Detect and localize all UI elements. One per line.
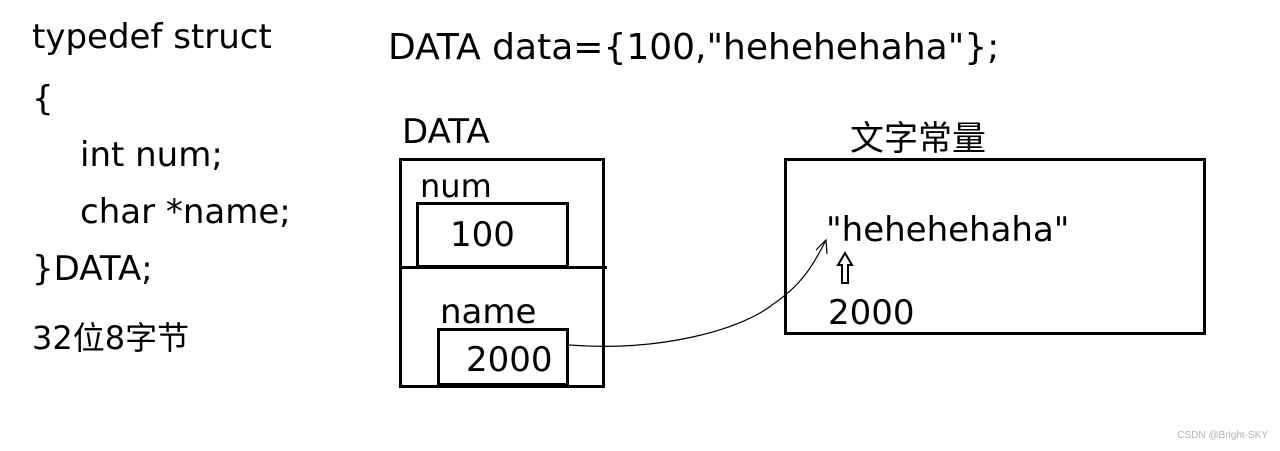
num-value-box — [416, 202, 569, 268]
string-address: 2000 — [828, 293, 915, 333]
code-line-typedef: typedef struct — [32, 17, 272, 57]
name-value-box — [437, 328, 569, 386]
const-area-title: 文字常量 — [850, 119, 986, 159]
watermark: CSDN @Bright-SKY — [1177, 430, 1268, 441]
code-line-open-brace: { — [32, 79, 54, 119]
pointer-curve — [568, 239, 827, 347]
string-literal: "hehehehaha" — [826, 210, 1070, 250]
const-area-box — [784, 158, 1206, 335]
num-field-label: num — [420, 167, 492, 205]
struct-outer-box — [399, 158, 605, 388]
size-note: 32位8字节 — [32, 319, 190, 357]
code-line-char-name: char *name; — [80, 192, 291, 232]
name-value: 2000 — [466, 340, 553, 380]
pointer-arrowhead — [815, 238, 828, 255]
name-field-label: name — [440, 292, 537, 332]
struct-title: DATA — [402, 112, 490, 152]
up-arrow-icon — [836, 251, 854, 284]
code-line-close-data: }DATA; — [32, 249, 153, 289]
code-line-int-num: int num; — [80, 135, 223, 175]
num-value: 100 — [450, 215, 515, 255]
init-statement: DATA data={100,"hehehehaha"}; — [388, 27, 1000, 68]
